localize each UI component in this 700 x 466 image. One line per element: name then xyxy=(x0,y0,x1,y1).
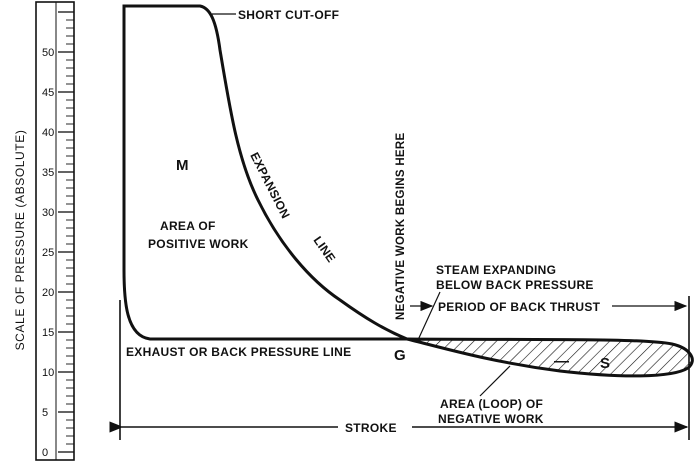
expansion-label: EXPANSION xyxy=(247,150,292,221)
line-label: LINE xyxy=(311,234,339,265)
short-cutoff-label: SHORT CUT-OFF xyxy=(238,8,339,22)
scale-ticks xyxy=(58,11,74,453)
back-thrust-label: PERIOD OF BACK THRUST xyxy=(438,300,601,314)
scale-tick-label: 45 xyxy=(42,87,54,99)
positive-work-label-1: AREA OF xyxy=(160,219,216,233)
negative-area-leader xyxy=(479,365,511,397)
scale-tick-label: 20 xyxy=(42,287,54,299)
steam-expanding-label-2: BELOW BACK PRESSURE xyxy=(436,278,594,292)
steam-expanding-leader xyxy=(417,291,441,341)
scale-tick-label: 5 xyxy=(42,407,48,419)
region-s-label: S xyxy=(600,355,610,372)
scale-tick-label: 25 xyxy=(42,247,54,259)
pressure-scale: 0 5 10 15 20 25 30 35 40 45 50 SCALE OF PRESSURE (… xyxy=(13,1,75,461)
point-g-label: G xyxy=(394,347,406,364)
negative-work-begins-label: NEGATIVE WORK BEGINS HERE xyxy=(395,133,407,320)
positive-work-label-2: POSITIVE WORK xyxy=(148,237,249,251)
exhaust-line-label: EXHAUST OR BACK PRESSURE LINE xyxy=(126,345,351,359)
scale-numbers: 0 5 10 15 20 25 30 35 40 45 50 xyxy=(42,47,54,459)
scale-tick-label: 30 xyxy=(42,207,54,219)
scale-tick-label: 40 xyxy=(42,127,54,139)
scale-tick-label: 10 xyxy=(42,367,54,379)
scale-tick-label: 50 xyxy=(42,47,54,59)
scale-label: SCALE OF PRESSURE (ABSOLUTE) xyxy=(13,130,27,351)
scale-tick-label: 15 xyxy=(42,327,54,339)
steam-expanding-label-1: STEAM EXPANDING xyxy=(436,263,556,277)
scale-bar xyxy=(35,1,75,461)
negative-area-label-2: NEGATIVE WORK xyxy=(438,412,544,426)
indicator-card-outline xyxy=(122,4,408,341)
negative-work-loop xyxy=(406,337,694,378)
negative-area-label-1: AREA (LOOP) OF xyxy=(440,397,543,411)
minus-sign: — xyxy=(554,353,569,370)
scale-tick-label: 35 xyxy=(42,167,54,179)
region-m-label: M xyxy=(176,157,189,174)
scale-tick-label: 0 xyxy=(42,447,48,459)
stroke-label: STROKE xyxy=(345,421,397,435)
